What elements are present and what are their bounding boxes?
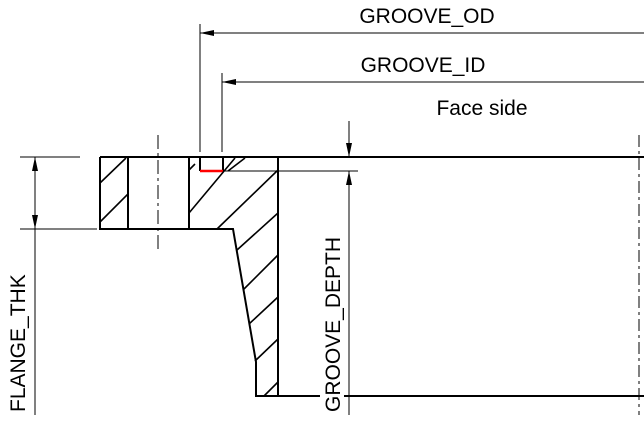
arrow-up-icon [32,157,38,171]
face-side-label: Face side [436,97,527,120]
dimension-lines [20,24,644,415]
groove-depth-label: GROOVE_DEPTH [322,237,345,412]
arrowheads [32,30,352,229]
groove-id-label: GROOVE_ID [361,54,486,77]
arrow-down-icon [32,215,38,229]
flange-thk-label: FLANGE_THK [7,274,30,412]
arrow-left-icon [200,30,214,36]
center-lines [157,135,640,415]
arrow-down-icon [346,143,352,157]
arrow-up-icon [346,171,352,185]
groove-od-label: GROOVE_OD [359,5,494,28]
flange-profile [99,157,644,397]
section-hatching [99,157,279,397]
flange-outline [99,156,644,397]
arrow-left-icon [222,79,236,85]
